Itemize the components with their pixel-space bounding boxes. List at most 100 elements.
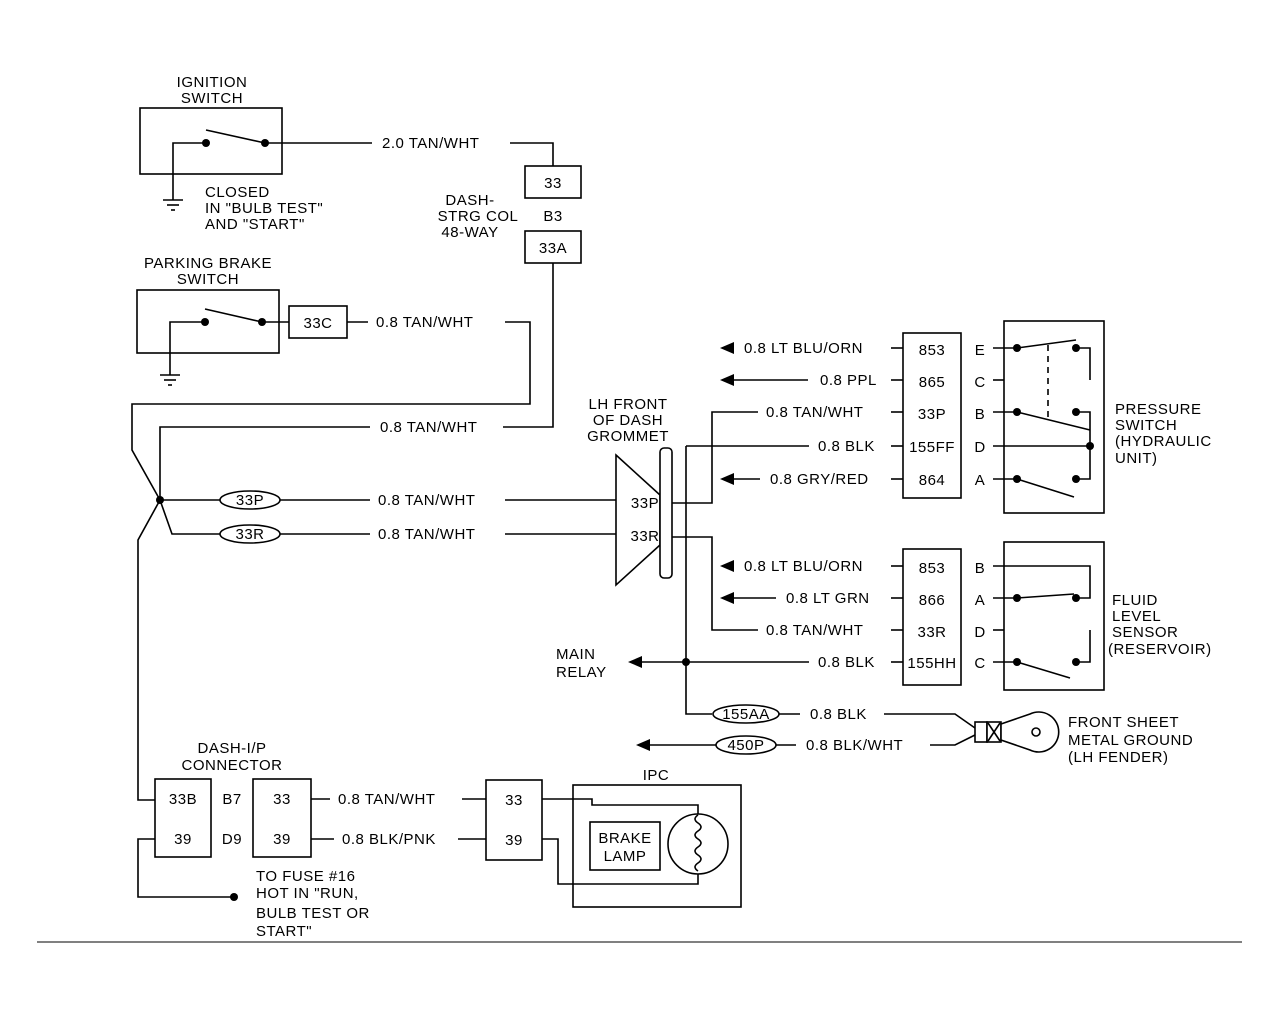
wire-33p-to-pressure — [672, 411, 758, 504]
front-sheet-metal-ground: 155AA 0.8 BLK 450P 0.8 BLK/WHT FRONT SHE… — [636, 704, 1193, 766]
dash-ip-line-1: DASH-I/P — [197, 740, 266, 757]
fluid-row-c-pin: C — [974, 655, 985, 672]
grommet-flange — [659, 447, 673, 579]
splice-33r-label: 33R — [235, 526, 264, 543]
wire-33r-to-fluid — [672, 536, 758, 631]
ipc: IPC BRAKE LAMP — [542, 767, 742, 908]
fluid-level-sensor: FLUID LEVEL SENSOR (RESERVOIR) — [993, 541, 1212, 691]
parking-switch-blade — [204, 308, 263, 323]
strg-col-line-2: STRG COL — [438, 208, 519, 225]
arrow-left-icon — [628, 656, 642, 668]
arrow-left-icon — [720, 473, 734, 485]
fuse-note-1: TO FUSE #16 — [256, 868, 355, 885]
lh-front-dash-grommet: LH FRONT OF DASH GROMMET 33P 33R — [587, 396, 673, 587]
dash-ip-right-bottom: 39 — [273, 831, 291, 848]
wire-label-33r: 0.8 TAN/WHT — [378, 526, 475, 543]
pressure-switch: PRESSURE SWITCH (HYDRAULIC UNIT) — [993, 320, 1212, 514]
dash-ip-cav-bottom: D9 — [222, 831, 242, 848]
pressure-row-d-wire: 0.8 BLK — [818, 438, 875, 455]
ground-icon — [163, 199, 183, 211]
wire-33a-to-splice — [159, 426, 370, 500]
fuse-note-2: HOT IN "RUN, — [256, 885, 359, 902]
wire-33a-down — [503, 263, 554, 428]
arrow-left-icon — [720, 374, 734, 386]
fuse-note-3: BULB TEST OR — [256, 905, 370, 922]
ipc-title: IPC — [643, 767, 670, 784]
ignition-switch-blade — [205, 129, 266, 144]
strg-col-term-33a — [524, 230, 582, 264]
wire-label-33p: 0.8 TAN/WHT — [378, 492, 475, 509]
pressure-row-b-pin: B — [975, 406, 986, 423]
dash-ip-line-2: CONNECTOR — [182, 757, 283, 774]
pressure-label-2: SWITCH — [1115, 417, 1177, 434]
wire-label-dash-ip-top: 0.8 TAN/WHT — [338, 791, 435, 808]
wire-label-dash-ip-bottom: 0.8 BLK/PNK — [342, 831, 436, 848]
pressure-label-4: UNIT) — [1115, 450, 1158, 467]
arrow-left-icon — [720, 592, 734, 604]
fluid-connector-body — [902, 548, 962, 686]
ignition-note-2: IN "BULB TEST" — [205, 200, 323, 217]
ground-label-1: FRONT SHEET — [1068, 714, 1179, 731]
grommet-term-33r: 33R — [630, 528, 659, 545]
dash-ip-connector: DASH-I/P CONNECTOR 33B 39 B7 D9 33 39 — [154, 740, 312, 858]
fluid-row-a-pin: A — [975, 592, 986, 609]
parking-brake-switch: PARKING BRAKE SWITCH 33C — [136, 255, 348, 386]
parking-ground-lead — [169, 321, 205, 375]
pressure-switch-box — [1003, 320, 1105, 514]
grommet-term-33p: 33P — [631, 495, 659, 512]
brake-lamp-bulb-icon — [667, 813, 729, 875]
grommet-line-2: OF DASH — [593, 412, 663, 429]
wire-to-fuse — [137, 838, 234, 898]
wire-33c-to-splice — [131, 321, 531, 501]
fuse-note-4: START" — [256, 923, 312, 940]
strg-col-cavity: B3 — [543, 208, 562, 225]
fluid-label-1: FLUID — [1112, 592, 1158, 609]
parking-term-33c-label: 33C — [303, 315, 332, 332]
fluid-label-2: LEVEL — [1112, 608, 1161, 625]
pressure-row-e-wire: 0.8 LT BLU/ORN — [744, 340, 863, 357]
ignition-switch-title-2: SWITCH — [181, 90, 243, 107]
dash-ip-left-top: 33B — [169, 791, 197, 808]
fluid-row-a-circuit: 866 — [919, 592, 946, 609]
arrow-left-icon — [720, 560, 734, 572]
brake-lamp-line-2: LAMP — [604, 848, 647, 865]
dash-ip-left-bottom: 39 — [174, 831, 192, 848]
grommet-body — [615, 453, 661, 587]
fluid-row-c-wire: 0.8 BLK — [818, 654, 875, 671]
strg-col-line-3: 48-WAY — [441, 224, 498, 241]
fluid-level-connector: 0.8 LT BLU/ORN 853 B 0.8 LT GRN 866 A 0.… — [720, 548, 986, 686]
ground-bolt-hole — [1031, 727, 1041, 737]
fluid-row-a-wire: 0.8 LT GRN — [786, 590, 870, 607]
pressure-label-1: PRESSURE — [1115, 401, 1202, 418]
fluid-row-b-circuit: 853 — [919, 560, 946, 577]
fluid-row-b-wire: 0.8 LT BLU/ORN — [744, 558, 863, 575]
wire-label-33a: 0.8 TAN/WHT — [380, 419, 477, 436]
fluid-row-d-wire: 0.8 TAN/WHT — [766, 622, 863, 639]
pressure-label-3: (HYDRAULIC — [1115, 433, 1212, 450]
ignition-note-1: CLOSED — [205, 184, 270, 201]
ignition-switch-title-1: IGNITION — [177, 74, 248, 91]
parking-term-33c — [288, 305, 348, 339]
main-relay-line-1: MAIN — [556, 646, 596, 663]
pressure-row-b-circuit: 33P — [918, 406, 946, 423]
arrow-left-icon — [720, 342, 734, 354]
fluid-label-4: (RESERVOIR) — [1108, 641, 1212, 658]
ground-icon — [160, 374, 180, 386]
grommet-line-3: GROMMET — [587, 428, 669, 445]
splice-33p-label: 33P — [236, 492, 264, 509]
wire-label-33c: 0.8 TAN/WHT — [376, 314, 473, 331]
wire-33r-a — [159, 499, 220, 535]
dash-ip-cav-top: B7 — [222, 791, 241, 808]
pressure-connector-body — [902, 332, 962, 499]
pressure-row-c-circuit: 865 — [919, 374, 946, 391]
wire-to-33 — [510, 142, 554, 166]
pressure-row-e-circuit: 853 — [919, 342, 946, 359]
fluid-row-d-pin: D — [974, 624, 985, 641]
lamp-filament-icon — [694, 814, 702, 872]
wire-splice-to-dash-ip — [137, 499, 161, 801]
parking-brake-title-2: SWITCH — [177, 271, 239, 288]
brake-lamp-label-box — [589, 821, 661, 871]
dash-strg-col-connector: 33 DASH- STRG COL 48-WAY B3 33A — [438, 165, 582, 264]
ipc-connector-bottom: 39 — [505, 832, 523, 849]
